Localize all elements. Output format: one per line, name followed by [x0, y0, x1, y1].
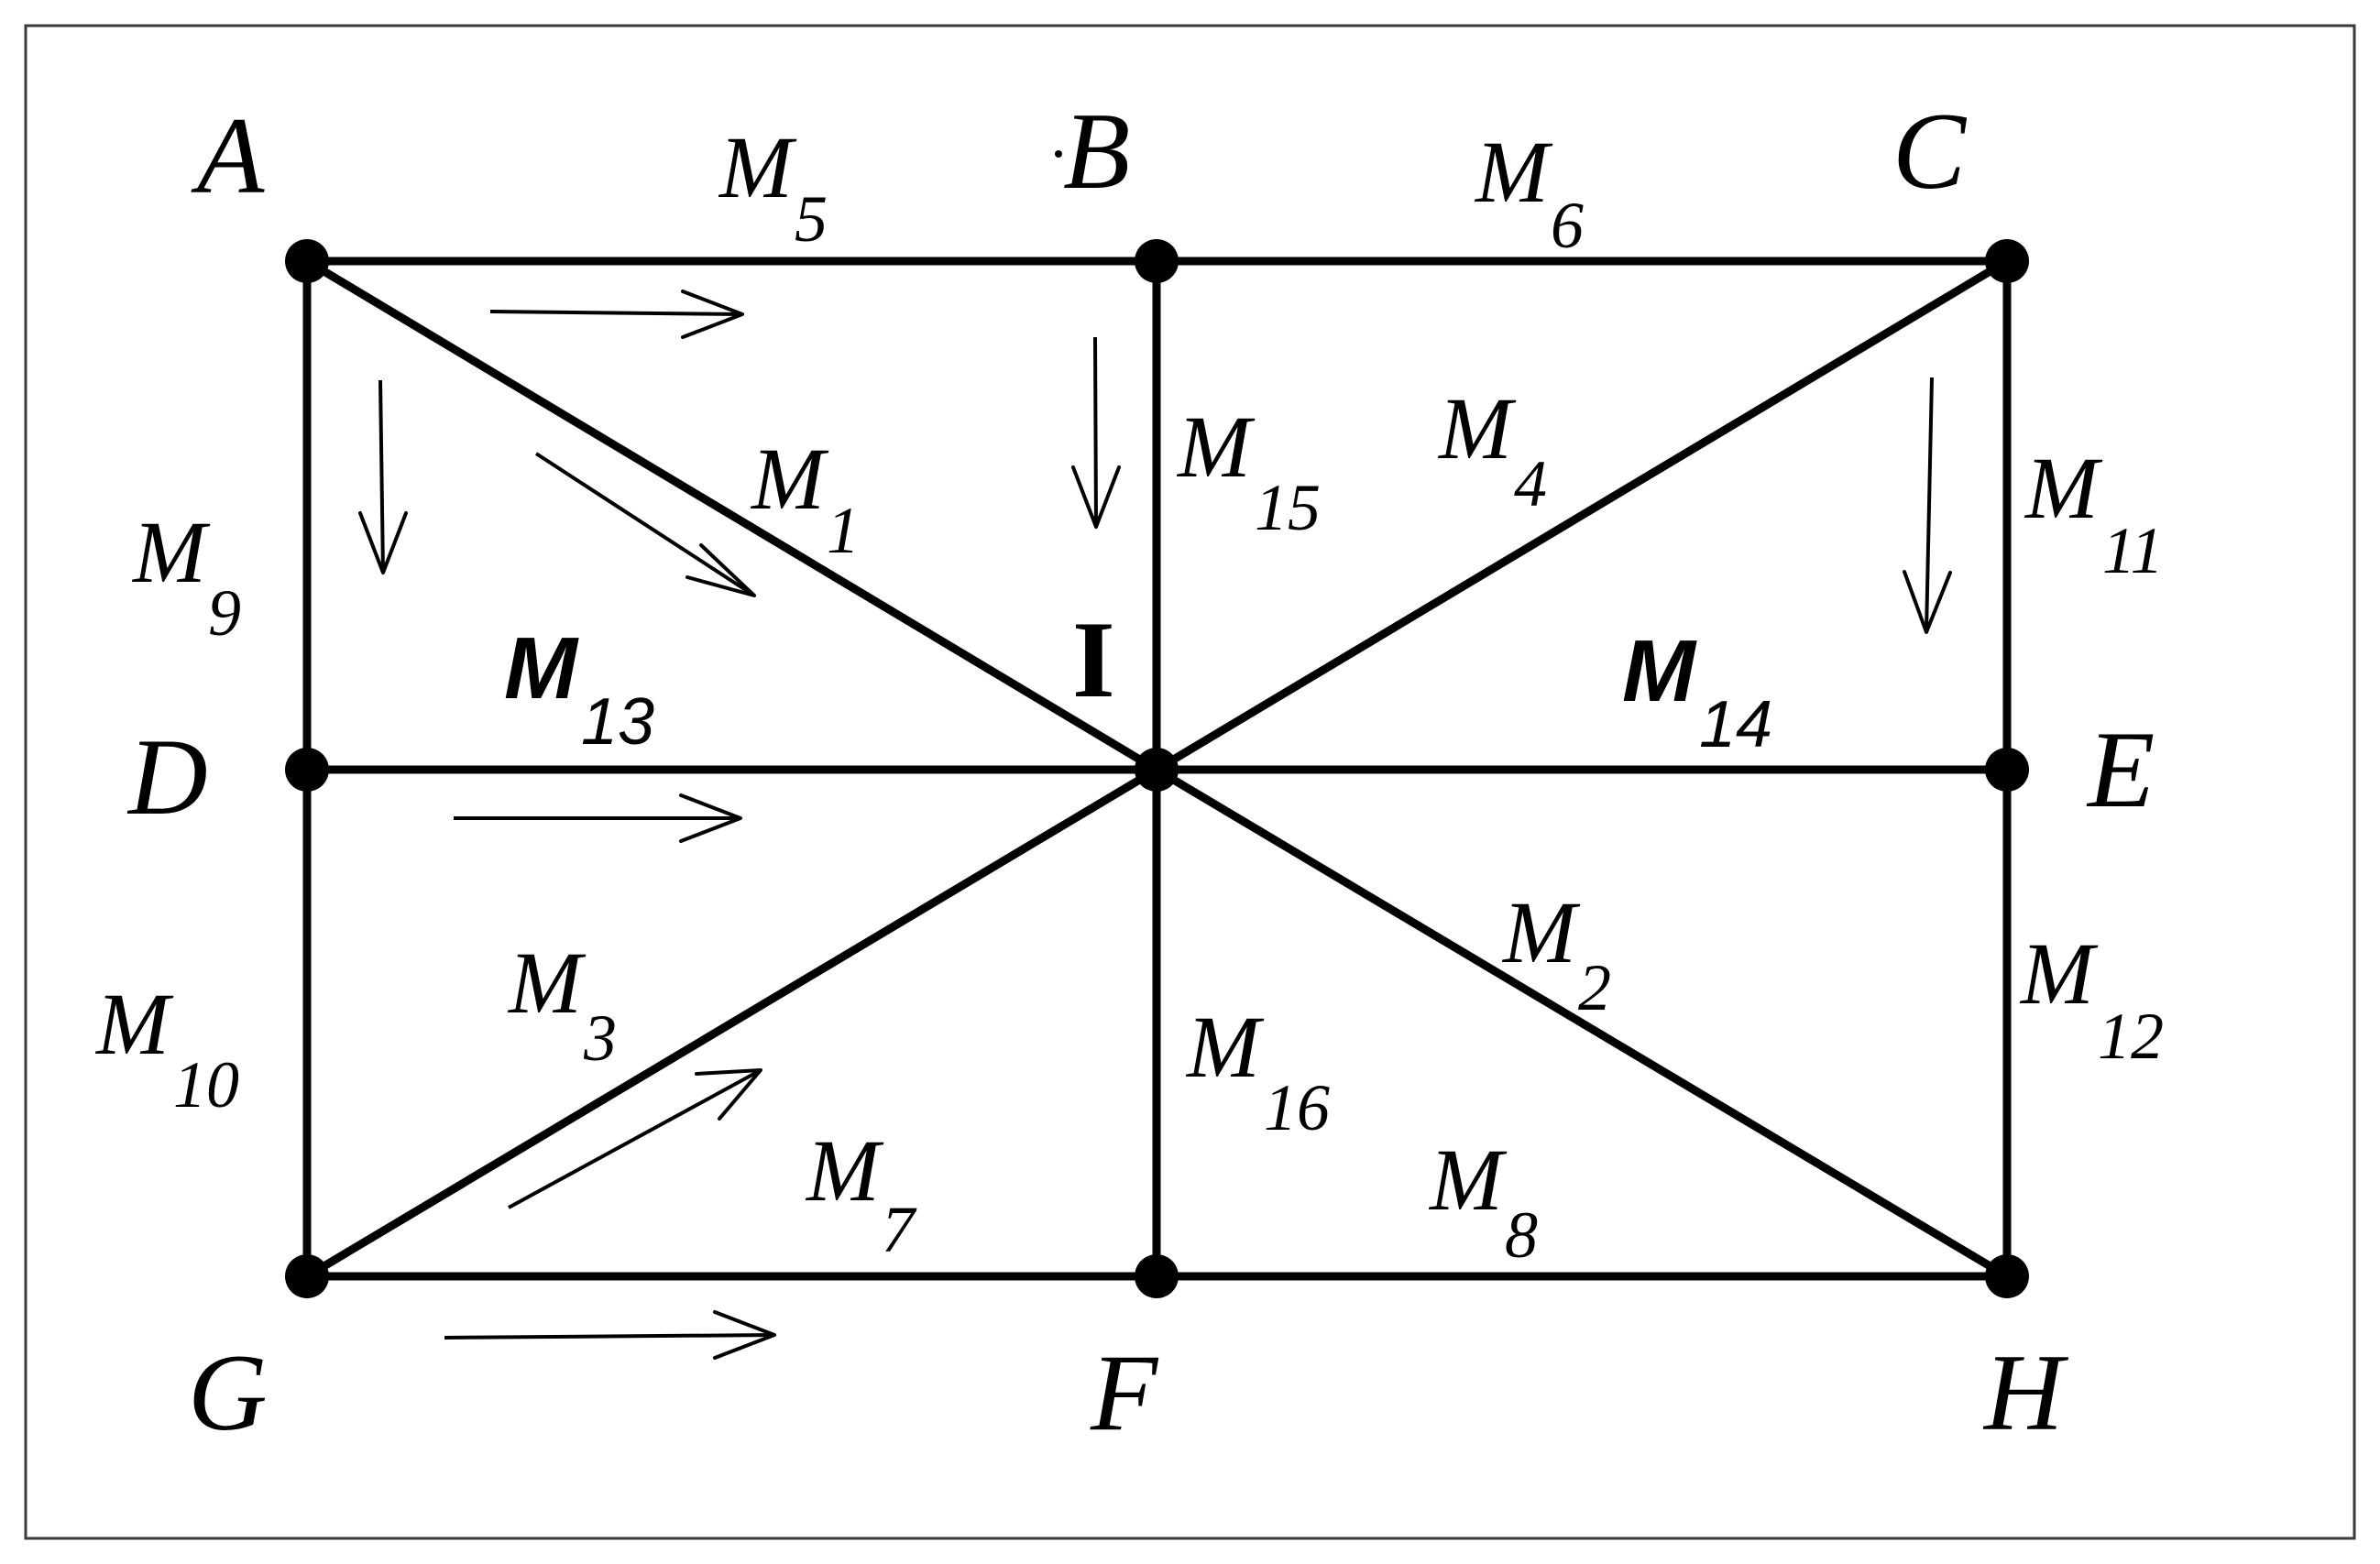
vertex-label-h: H: [1982, 1331, 2069, 1453]
node-i: [1135, 748, 1179, 792]
edge-label-m6: M6: [1474, 123, 1584, 262]
arrow-g-diag: [508, 1068, 762, 1209]
stray-dot: [1055, 150, 1062, 158]
vertex-label-f: F: [1090, 1331, 1159, 1453]
node-h: [1985, 1254, 2029, 1298]
edge-label-m12: M12: [2019, 924, 2164, 1073]
vertex-label-b: B: [1063, 90, 1130, 212]
arrow-c-down: [1903, 377, 1952, 634]
node-b: [1135, 239, 1179, 283]
edge-label-m13: M13: [504, 619, 654, 759]
edge-label-m8: M8: [1428, 1131, 1538, 1272]
edge-label-m10: M10: [94, 975, 239, 1121]
edge-label-m9: M9: [131, 503, 241, 650]
arrow-a-diag: [534, 452, 756, 597]
edge-m3: [302, 765, 1161, 1281]
edge-label-m14: M14: [1622, 622, 1772, 761]
arrow-top-right: [489, 290, 744, 339]
arrow-b-down: [1071, 336, 1121, 529]
node-d: [285, 748, 329, 792]
arrow-middle-right: [454, 793, 742, 843]
edge-label-m3: M3: [507, 934, 617, 1075]
edge-label-m2: M2: [1501, 883, 1611, 1024]
edge-m2: [1152, 765, 2012, 1281]
edge-label-m15: M15: [1176, 398, 1321, 544]
nodes: [285, 239, 2029, 1298]
edge-label-m5: M5: [718, 118, 828, 256]
node-e: [1985, 748, 2029, 792]
vertex-label-g: G: [188, 1331, 268, 1453]
edge-label-m1: M1: [750, 430, 860, 567]
arrow-bottom-right: [444, 1310, 776, 1360]
vertex-label-c: C: [1892, 90, 1968, 212]
edge-m4: [1152, 257, 2012, 774]
edge-m1: [302, 257, 1161, 774]
node-g: [285, 1254, 329, 1298]
diagram-frame: [24, 24, 2356, 1540]
node-f: [1135, 1254, 1179, 1298]
vertex-label-i: I: [1072, 598, 1115, 720]
vertex-labels: A B C D E F G H I: [126, 90, 2155, 1453]
arrow-a-down: [358, 379, 408, 574]
vertex-label-e: E: [2086, 708, 2155, 830]
edge-label-m4: M4: [1437, 379, 1547, 520]
node-a: [285, 239, 329, 283]
vertex-label-a: A: [191, 94, 265, 216]
edge-label-m11: M11: [2024, 439, 2164, 587]
vertex-label-d: D: [126, 716, 208, 837]
edge-labels: M5 M6 M1 M15 M4 M11 M9 M13 M14 M3 M2 M12…: [94, 118, 2164, 1272]
edges: [302, 257, 2012, 1281]
edge-label-m7: M7: [805, 1121, 917, 1266]
edge-label-m16: M16: [1185, 998, 1330, 1144]
node-c: [1985, 239, 2029, 283]
direction-arrows: [358, 290, 1952, 1360]
